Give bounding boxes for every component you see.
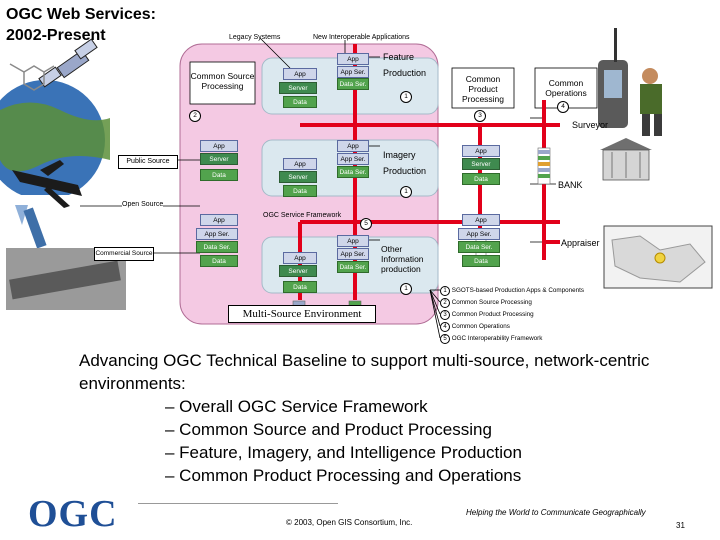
legend-item-5: 5 OGC Interoperability Framework — [440, 334, 542, 344]
commercial-data-ser: Data Ser. — [196, 241, 238, 253]
legend-num-3: 3 — [440, 310, 450, 320]
feature-app: App — [337, 53, 369, 65]
common-operations-label: Common Operations — [545, 78, 587, 98]
common-source-box — [189, 61, 256, 105]
framework-app-ser-right: App Ser. — [458, 228, 500, 240]
commercial-source-label: Commercial Source — [94, 247, 154, 261]
framework-label: OGC Service Framework — [263, 212, 342, 219]
legacy-app-3: App — [283, 252, 317, 264]
tagline: Helping the World to Communicate Geograp… — [466, 508, 646, 517]
legacy-server-3: Server — [279, 265, 317, 277]
footer-divider — [138, 503, 338, 504]
legend-num-4: 4 — [440, 322, 450, 332]
legend-item-4: 4 Common Operations — [440, 322, 510, 332]
imagery-label: Imagery — [383, 150, 416, 160]
bullet-item-3: – Feature, Imagery, and Intelligence Pro… — [165, 443, 522, 462]
imagery-app-ser: App Ser. — [337, 153, 369, 165]
legend-text-1: SGOTS-based Production Apps & Components — [451, 287, 585, 294]
bullet-item-2: – Common Source and Product Processing — [165, 420, 492, 439]
framework-data-right: Data — [462, 255, 500, 267]
marker-5: 5 — [360, 218, 372, 230]
legend-text-4: Common Operations — [451, 323, 510, 330]
legend-item-3: 3 Common Product Processing — [440, 310, 534, 320]
bullet-item-1: – Overall OGC Service Framework — [165, 397, 428, 416]
marker-4: 4 — [557, 101, 569, 113]
marker-3: 3 — [474, 110, 486, 122]
legend-num-5: 5 — [440, 334, 450, 344]
feature-app-ser: App Ser. — [337, 66, 369, 78]
other-info-label: Other Information production — [381, 244, 424, 274]
legacy-server-1: Server — [279, 82, 317, 94]
product-server: Server — [462, 158, 500, 170]
other-app-ser: App Ser. — [337, 248, 369, 260]
surveyor-label: Surveyor — [572, 120, 609, 130]
appraiser-label: Appraiser — [561, 238, 600, 248]
satellite-illustration — [38, 38, 98, 88]
bullet-item-4: – Common Product Processing and Operatio… — [165, 466, 522, 485]
imagery-app: App — [337, 140, 369, 152]
feature-label: Feature — [383, 52, 415, 62]
public-source-label: Public Source — [118, 155, 178, 169]
bullet-list: Advancing OGC Technical Baseline to supp… — [79, 349, 699, 487]
legend-text-3: Common Product Processing — [451, 311, 534, 318]
bullet-intro: Advancing OGC Technical Baseline to supp… — [79, 351, 650, 393]
commercial-app: App — [200, 214, 238, 226]
legend-text-2: Common Source Processing — [451, 299, 532, 306]
legacy-data-2: Data — [283, 185, 317, 197]
marker-1b: 1 — [400, 186, 412, 198]
common-source-label: Common Source Processing — [190, 71, 255, 91]
legacy-systems-header: Legacy Systems — [229, 34, 281, 41]
interop-apps-header: New Interoperable Applications — [313, 34, 410, 41]
legend-text-5: OGC Interoperability Framework — [451, 335, 543, 342]
commercial-app-ser: App Ser. — [196, 228, 238, 240]
marker-1a: 1 — [400, 91, 412, 103]
product-app: App — [462, 145, 500, 157]
legacy-app-1: App — [283, 68, 317, 80]
satellite-beam-illustration — [15, 205, 47, 249]
public-app: App — [200, 140, 238, 152]
public-data: Data — [200, 169, 238, 181]
marker-2: 2 — [189, 110, 201, 122]
other-data-ser: Data Ser. — [337, 261, 369, 273]
legacy-data-1: Data — [283, 96, 317, 108]
common-product-box — [451, 67, 515, 109]
legend-item-2: 2 Common Source Processing — [440, 298, 532, 308]
handset-illustration — [598, 28, 628, 128]
title-line1: OGC Web Services: — [6, 6, 156, 23]
common-product-label: Common Product Processing — [461, 74, 505, 104]
legend-num-2: 2 — [440, 298, 450, 308]
other-app: App — [337, 235, 369, 247]
ogc-logo: OGC — [28, 493, 118, 535]
page-title: OGC Web Services: 2002-Present — [6, 4, 156, 46]
marker-1c: 1 — [400, 283, 412, 295]
multi-source-label: Multi-Source Environment — [228, 305, 376, 323]
legend-num-1: 1 — [440, 286, 450, 296]
title-line2: 2002-Present — [6, 27, 106, 44]
copyright: © 2003, Open GIS Consortium, Inc. — [286, 518, 413, 527]
aircraft-illustration — [12, 160, 82, 208]
public-server: Server — [200, 153, 238, 165]
bank-label: BANK — [558, 180, 583, 190]
molecule-icon — [9, 63, 55, 91]
imagery-data-ser: Data Ser. — [337, 166, 369, 178]
legacy-server-2: Server — [279, 171, 317, 183]
feature-data-ser: Data Ser. — [337, 78, 369, 90]
product-data: Data — [462, 173, 500, 185]
surveyor-illustration — [640, 68, 662, 136]
production-label: Production — [383, 68, 427, 78]
legacy-app-2: App — [283, 158, 317, 170]
production-label-2: Production — [383, 166, 427, 176]
framework-data-ser-right: Data Ser. — [458, 241, 500, 253]
commercial-data: Data — [200, 255, 238, 267]
legacy-data-3: Data — [283, 281, 317, 293]
legend-item-1: 1 SGOTS-based Production Apps & Componen… — [440, 286, 584, 296]
page-number: 31 — [676, 521, 685, 530]
framework-app-right: App — [462, 214, 500, 226]
appraiser-map — [603, 225, 713, 289]
open-source-label: Open Source — [122, 201, 164, 208]
bank-icon — [600, 138, 652, 181]
